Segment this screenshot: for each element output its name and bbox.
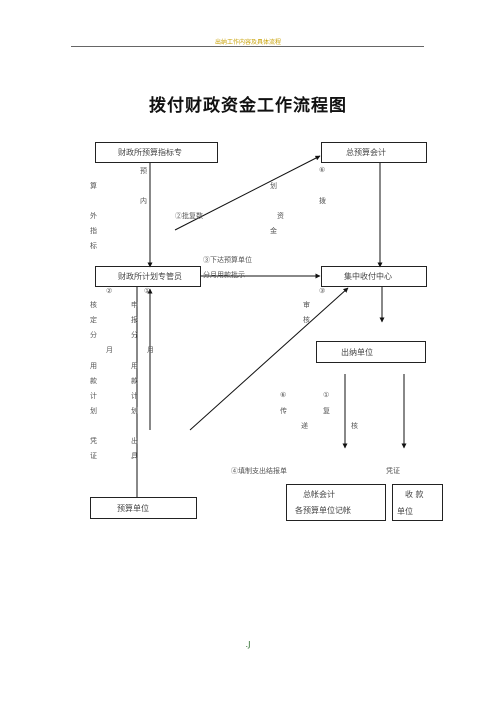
label-yue: 月 (106, 346, 113, 354)
label-c1b: ① (323, 391, 330, 399)
label-yong: 用 (90, 362, 97, 370)
box-zongzhang: 总帐会计 各预算单位记帐 (286, 484, 386, 521)
arrow-yusuan-to-shoufu (189, 287, 349, 431)
label-bao: 报 (131, 316, 138, 324)
label-wai: 外 (90, 212, 97, 220)
box-caizheng-yusuan: 财政所预算指标专 (95, 142, 218, 163)
label-hua: 划 (270, 182, 277, 190)
box-jizhong-shoufu: 集中收付中心 (321, 266, 427, 287)
box-yusuan-danwei: 预算单位 (90, 497, 197, 519)
label-yong2: 用 (131, 362, 138, 370)
label-kuan: 款 (90, 377, 97, 385)
page-number: .J (245, 640, 251, 649)
document-title: 拨付财政资金工作流程图 (149, 96, 347, 116)
arrow-pifu-to-zongyusuan (174, 155, 321, 231)
label-yu: 预 (140, 167, 147, 175)
box-caizheng-yusuan-label: 财政所预算指标专 (118, 148, 182, 157)
label-pingzheng: 凭证 (386, 467, 400, 475)
label-jin: 金 (270, 227, 277, 235)
label-suan: 算 (90, 182, 97, 190)
box-zongzhang-line2: 各预算单位记帐 (295, 506, 351, 515)
label-hua3: 划 (131, 407, 138, 415)
label-chuan: 传 (280, 407, 287, 415)
label-tianzhi: ④填制支出结报单 (231, 467, 287, 475)
label-ju: 具 (131, 452, 138, 460)
label-hua2: 划 (90, 407, 97, 415)
box-zongzhang-line1: 总帐会计 (303, 490, 335, 499)
label-pz2: 证 (90, 452, 97, 460)
label-biao: 标 (90, 242, 97, 250)
box-shoukuan: 收 款 单位 (392, 484, 443, 521)
label-pifu: ②批复数 (175, 212, 203, 220)
label-ding: 定 (90, 316, 97, 324)
label-c2: ② (106, 287, 113, 295)
label-fu: 复 (323, 407, 330, 415)
box-chuna-label: 出纳单位 (341, 347, 373, 357)
header-rule (71, 46, 424, 47)
box-chuna: 出纳单位 (316, 341, 426, 363)
box-jizhong-shoufu-label: 集中收付中心 (344, 272, 392, 281)
label-fen2: 分 (131, 331, 138, 339)
label-pz1: 凭 (90, 437, 97, 445)
label-ji: 计 (90, 392, 97, 400)
label-zhi: 指 (90, 227, 97, 235)
label-kuan2: 款 (131, 377, 138, 385)
label-bo: 拨 (319, 197, 326, 205)
box-zong-yusuan: 总预算会计 (321, 142, 427, 163)
box-zong-yusuan-label: 总预算会计 (346, 148, 386, 157)
label-yue2: 月 (147, 346, 154, 354)
label-he: 核 (90, 301, 97, 309)
label-zi: 资 (277, 212, 284, 220)
label-nei: 内 (140, 197, 147, 205)
label-ji2: 计 (131, 392, 138, 400)
label-c6-mid: ⑥ (280, 391, 287, 399)
label-c3: ③ (319, 287, 326, 295)
box-yusuan-danwei-label: 预算单位 (117, 503, 149, 513)
label-he2: 核 (303, 316, 310, 324)
label-shen2: 审 (303, 301, 310, 309)
label-c6-top: ⑥ (319, 166, 326, 174)
label-shen: 申 (131, 301, 138, 309)
box-shoukuan-line1: 收 款 (405, 489, 424, 499)
label-c1: ① (144, 287, 151, 295)
box-shoukuan-line2: 单位 (397, 506, 413, 516)
box-caizheng-jihua: 财政所计划专管员 (95, 266, 201, 287)
label-xiada2: 分月用款批示 (203, 271, 245, 279)
label-chu: 出 (131, 437, 138, 445)
label-di: 递 (301, 422, 308, 430)
box-caizheng-jihua-label: 财政所计划专管员 (118, 272, 182, 281)
page-header: 出纳工作内容及具体流程 (214, 39, 281, 46)
label-he3: 核 (351, 422, 358, 430)
label-fen: 分 (90, 331, 97, 339)
label-xiada1: ③下达预算单位 (203, 256, 252, 264)
